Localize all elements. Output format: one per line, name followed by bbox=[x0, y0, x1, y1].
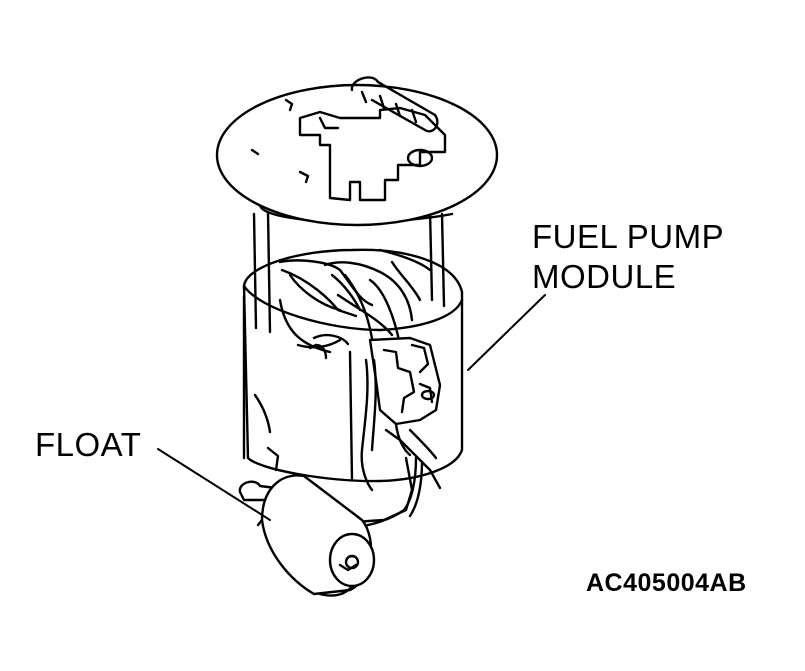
float bbox=[238, 474, 376, 597]
figure-code: AC405004AB bbox=[586, 569, 747, 597]
pump-module-leader bbox=[467, 294, 546, 371]
fuel-pump-module-label-line2: MODULE bbox=[532, 258, 677, 296]
fuel-pump-module-label: FUEL PUMP MODULE bbox=[532, 217, 724, 298]
float-label: FLOAT bbox=[35, 426, 142, 463]
float-leader bbox=[157, 448, 271, 521]
leader-lines bbox=[157, 294, 546, 521]
top-flange bbox=[215, 76, 499, 227]
fuel-pump-module-label-line1: FUEL PUMP bbox=[532, 218, 725, 255]
support-rods bbox=[252, 208, 446, 334]
pump-connector bbox=[308, 333, 442, 524]
float-arm bbox=[348, 456, 424, 530]
